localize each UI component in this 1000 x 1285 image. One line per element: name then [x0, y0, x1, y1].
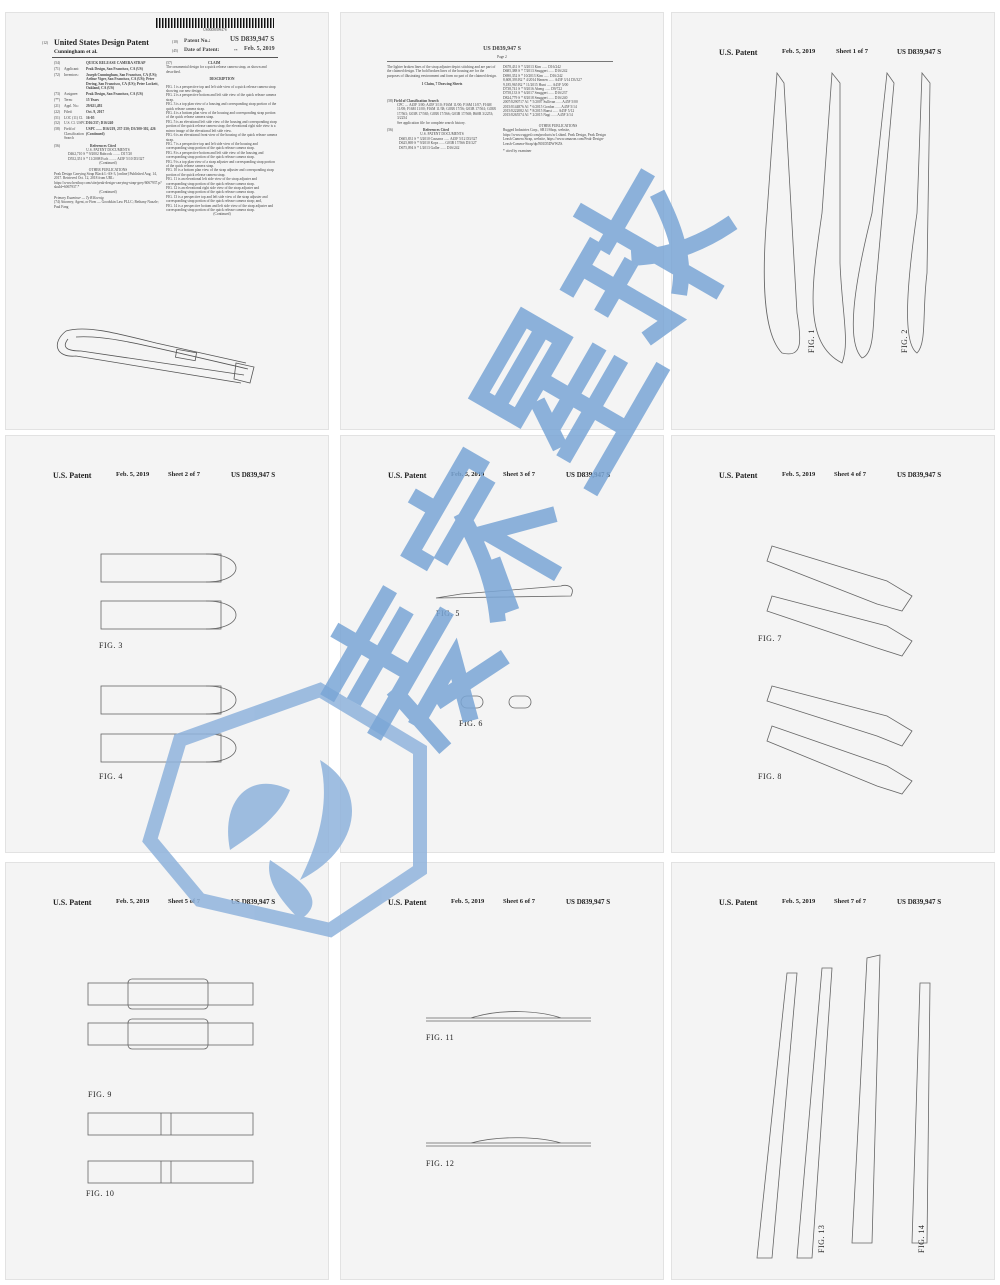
refs-title: References Cited: [423, 128, 449, 132]
figure-label: FIG. 1: [807, 329, 816, 353]
reference: D675,094 S * 1/2013 Galler ...... D16/24…: [387, 146, 497, 150]
field-text: CPC .... A45F 3/00; A45F 3/10; F16M 11/0…: [387, 103, 497, 121]
figure-label: FIG. 11: [426, 1033, 454, 1042]
patent-drawing-sheet: U.S. PatentFeb. 5, 2019Sheet 6 of 7US D8…: [340, 862, 664, 1280]
patent-figure-drawing: [672, 863, 994, 1279]
patent-page-2: US D839,947 S Page 2 The lighter broken …: [340, 12, 664, 430]
figure-label: FIG. 6: [459, 719, 483, 728]
page-label: Page 2: [341, 55, 663, 59]
patent-figure-drawing: [6, 863, 328, 1279]
field-title: Field of Classification Search: [394, 99, 439, 103]
patent-figure-drawing: [672, 13, 994, 429]
figure-label: FIG. 14: [917, 1225, 926, 1253]
patent-drawing-sheet: U.S. PatentFeb. 5, 2019Sheet 3 of 7US D8…: [340, 435, 664, 853]
patent-drawing-sheet: U.S. PatentFeb. 5, 2019Sheet 7 of 7US D8…: [671, 862, 995, 1280]
cited-by-examiner: * cited by examiner: [503, 149, 613, 153]
see-text: See application file for complete search…: [387, 121, 497, 125]
patent-drawing-sheet: U.S. PatentFeb. 5, 2019Sheet 1 of 7US D8…: [671, 12, 995, 430]
patent-drawing-sheet: U.S. PatentFeb. 5, 2019Sheet 5 of 7US D8…: [5, 862, 329, 1280]
right-column: D678,431 S * 3/2013 Kim ...... D16/242D6…: [503, 65, 613, 153]
patent-cover-page: US00D839947S (12) United States Design P…: [5, 12, 329, 430]
figure-label: FIG. 2: [900, 329, 909, 353]
figure-label: FIG. 12: [426, 1159, 454, 1168]
claims-count: 1 Claim, 7 Drawing Sheets: [387, 82, 497, 86]
strap-drawing: [6, 13, 328, 429]
figure-label: FIG. 7: [758, 634, 782, 643]
figure-label: FIG. 8: [758, 772, 782, 781]
patent-drawing-sheet: U.S. PatentFeb. 5, 2019Sheet 4 of 7US D8…: [671, 435, 995, 853]
patent-figure-drawing: [6, 436, 328, 852]
reference: 2015/0265574 A1 * 2/2015 Nagi ...... A45…: [503, 113, 613, 117]
figure-label: FIG. 9: [88, 1090, 112, 1099]
patent-figure-drawing: [341, 863, 663, 1279]
patent-figure-drawing: [341, 436, 663, 852]
references-left: D605,831 S * 3/2010 Cassarra ...... A45F…: [387, 137, 497, 150]
figure-label: FIG. 10: [86, 1189, 114, 1198]
patent-drawing-sheet: U.S. PatentFeb. 5, 2019Sheet 2 of 7US D8…: [5, 435, 329, 853]
other-publications: Rugged Industries Corp., SR11/Shop, webs…: [503, 128, 613, 146]
figure-label: FIG. 4: [99, 772, 123, 781]
figure-label: FIG. 3: [99, 641, 123, 650]
divider: [387, 61, 613, 62]
field-code: (58): [387, 99, 393, 103]
refs-code: (56): [387, 128, 393, 132]
patent-figure-drawing: [672, 436, 994, 852]
broken-lines-statement: The lighter broken lines of the strap ad…: [387, 65, 497, 78]
page-number-header: US D839,947 S: [341, 47, 663, 51]
figure-label: FIG. 5: [436, 609, 460, 618]
left-column: The lighter broken lines of the strap ad…: [387, 65, 497, 150]
references-right: D678,431 S * 3/2013 Kim ...... D16/242D6…: [503, 65, 613, 118]
figure-label: FIG. 13: [817, 1225, 826, 1253]
